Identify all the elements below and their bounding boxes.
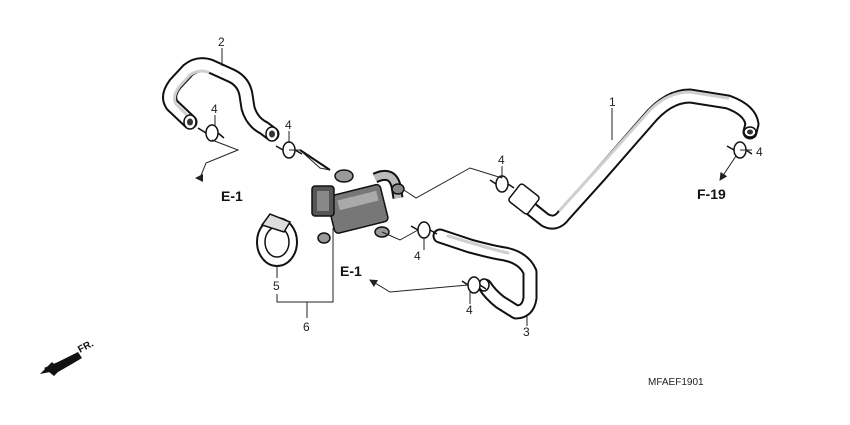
callout-4-e: 4 [466, 303, 473, 317]
solenoid-valve[interactable] [299, 149, 405, 244]
hose-3[interactable] [432, 228, 538, 320]
callout-4-d: 4 [414, 249, 421, 263]
hose-clip-a[interactable] [197, 124, 225, 142]
front-direction-label: FR. [76, 338, 96, 355]
ref-e1-lower: E-1 [340, 263, 362, 279]
ref-e1-left: E-1 [221, 188, 243, 204]
callout-4-f: 4 [756, 145, 763, 159]
diagram-code: MFAEF1901 [648, 377, 704, 388]
hose-clip-c[interactable] [489, 175, 515, 193]
callout-2: 2 [218, 35, 225, 49]
callout-1: 1 [609, 95, 616, 109]
ref-f19: F-19 [697, 186, 726, 202]
clamp-band[interactable] [256, 213, 298, 267]
callout-5: 5 [273, 279, 280, 293]
hose-2[interactable] [162, 57, 280, 142]
callout-4-a: 4 [211, 102, 218, 116]
leader-lines [195, 48, 752, 326]
front-direction-arrow [40, 352, 82, 376]
hose-1[interactable] [508, 88, 760, 230]
callout-6: 6 [303, 320, 310, 334]
callout-4-b: 4 [285, 118, 292, 132]
callout-4-c: 4 [498, 153, 505, 167]
callout-3: 3 [523, 325, 530, 339]
